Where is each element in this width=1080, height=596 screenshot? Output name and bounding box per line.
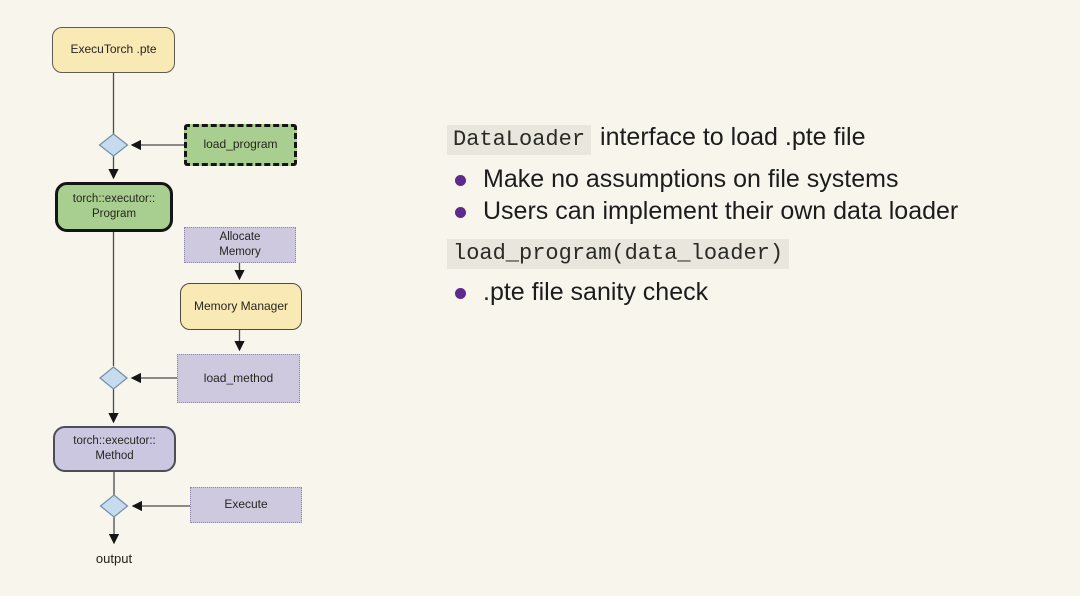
bullet-item: Users can implement their own data loade… — [447, 198, 958, 225]
node-execute: Execute — [190, 487, 302, 523]
heading-line: DataLoader interface to load .pte file — [447, 123, 866, 155]
node-allocate-memory: Allocate Memory — [184, 227, 296, 263]
heading-text: interface to load .pte file — [600, 123, 866, 151]
node-load-method: load_method — [177, 354, 300, 403]
bullet-text: Users can implement their own data loade… — [483, 197, 959, 225]
bullet-dot-icon — [455, 288, 466, 299]
bullet-item: Make no assumptions on file systems — [447, 166, 898, 193]
bullet-dot-icon — [455, 175, 466, 186]
heading-code-chip: DataLoader — [447, 125, 592, 155]
bullet-text: Make no assumptions on file systems — [483, 165, 899, 193]
decision-diamond-1 — [98, 133, 129, 157]
node-method: torch::executor:: Method — [53, 426, 176, 472]
decision-diamonds — [98, 133, 129, 518]
node-memory-manager: Memory Manager — [180, 283, 302, 330]
bullet-item: .pte file sanity check — [447, 279, 708, 306]
decision-diamond-2 — [99, 366, 128, 390]
node-load-program: load_program — [184, 124, 297, 166]
code-line: load_program(data_loader) — [447, 238, 790, 269]
decision-diamond-3 — [99, 494, 129, 518]
connector-lines — [108, 73, 245, 545]
output-label: output — [95, 550, 133, 566]
bullet-dot-icon — [455, 207, 466, 218]
bullet-text: .pte file sanity check — [483, 278, 709, 306]
code-chip: load_program(data_loader) — [447, 239, 790, 269]
node-executorch-pte: ExecuTorch .pte — [52, 27, 175, 73]
node-program: torch::executor:: Program — [55, 182, 173, 232]
